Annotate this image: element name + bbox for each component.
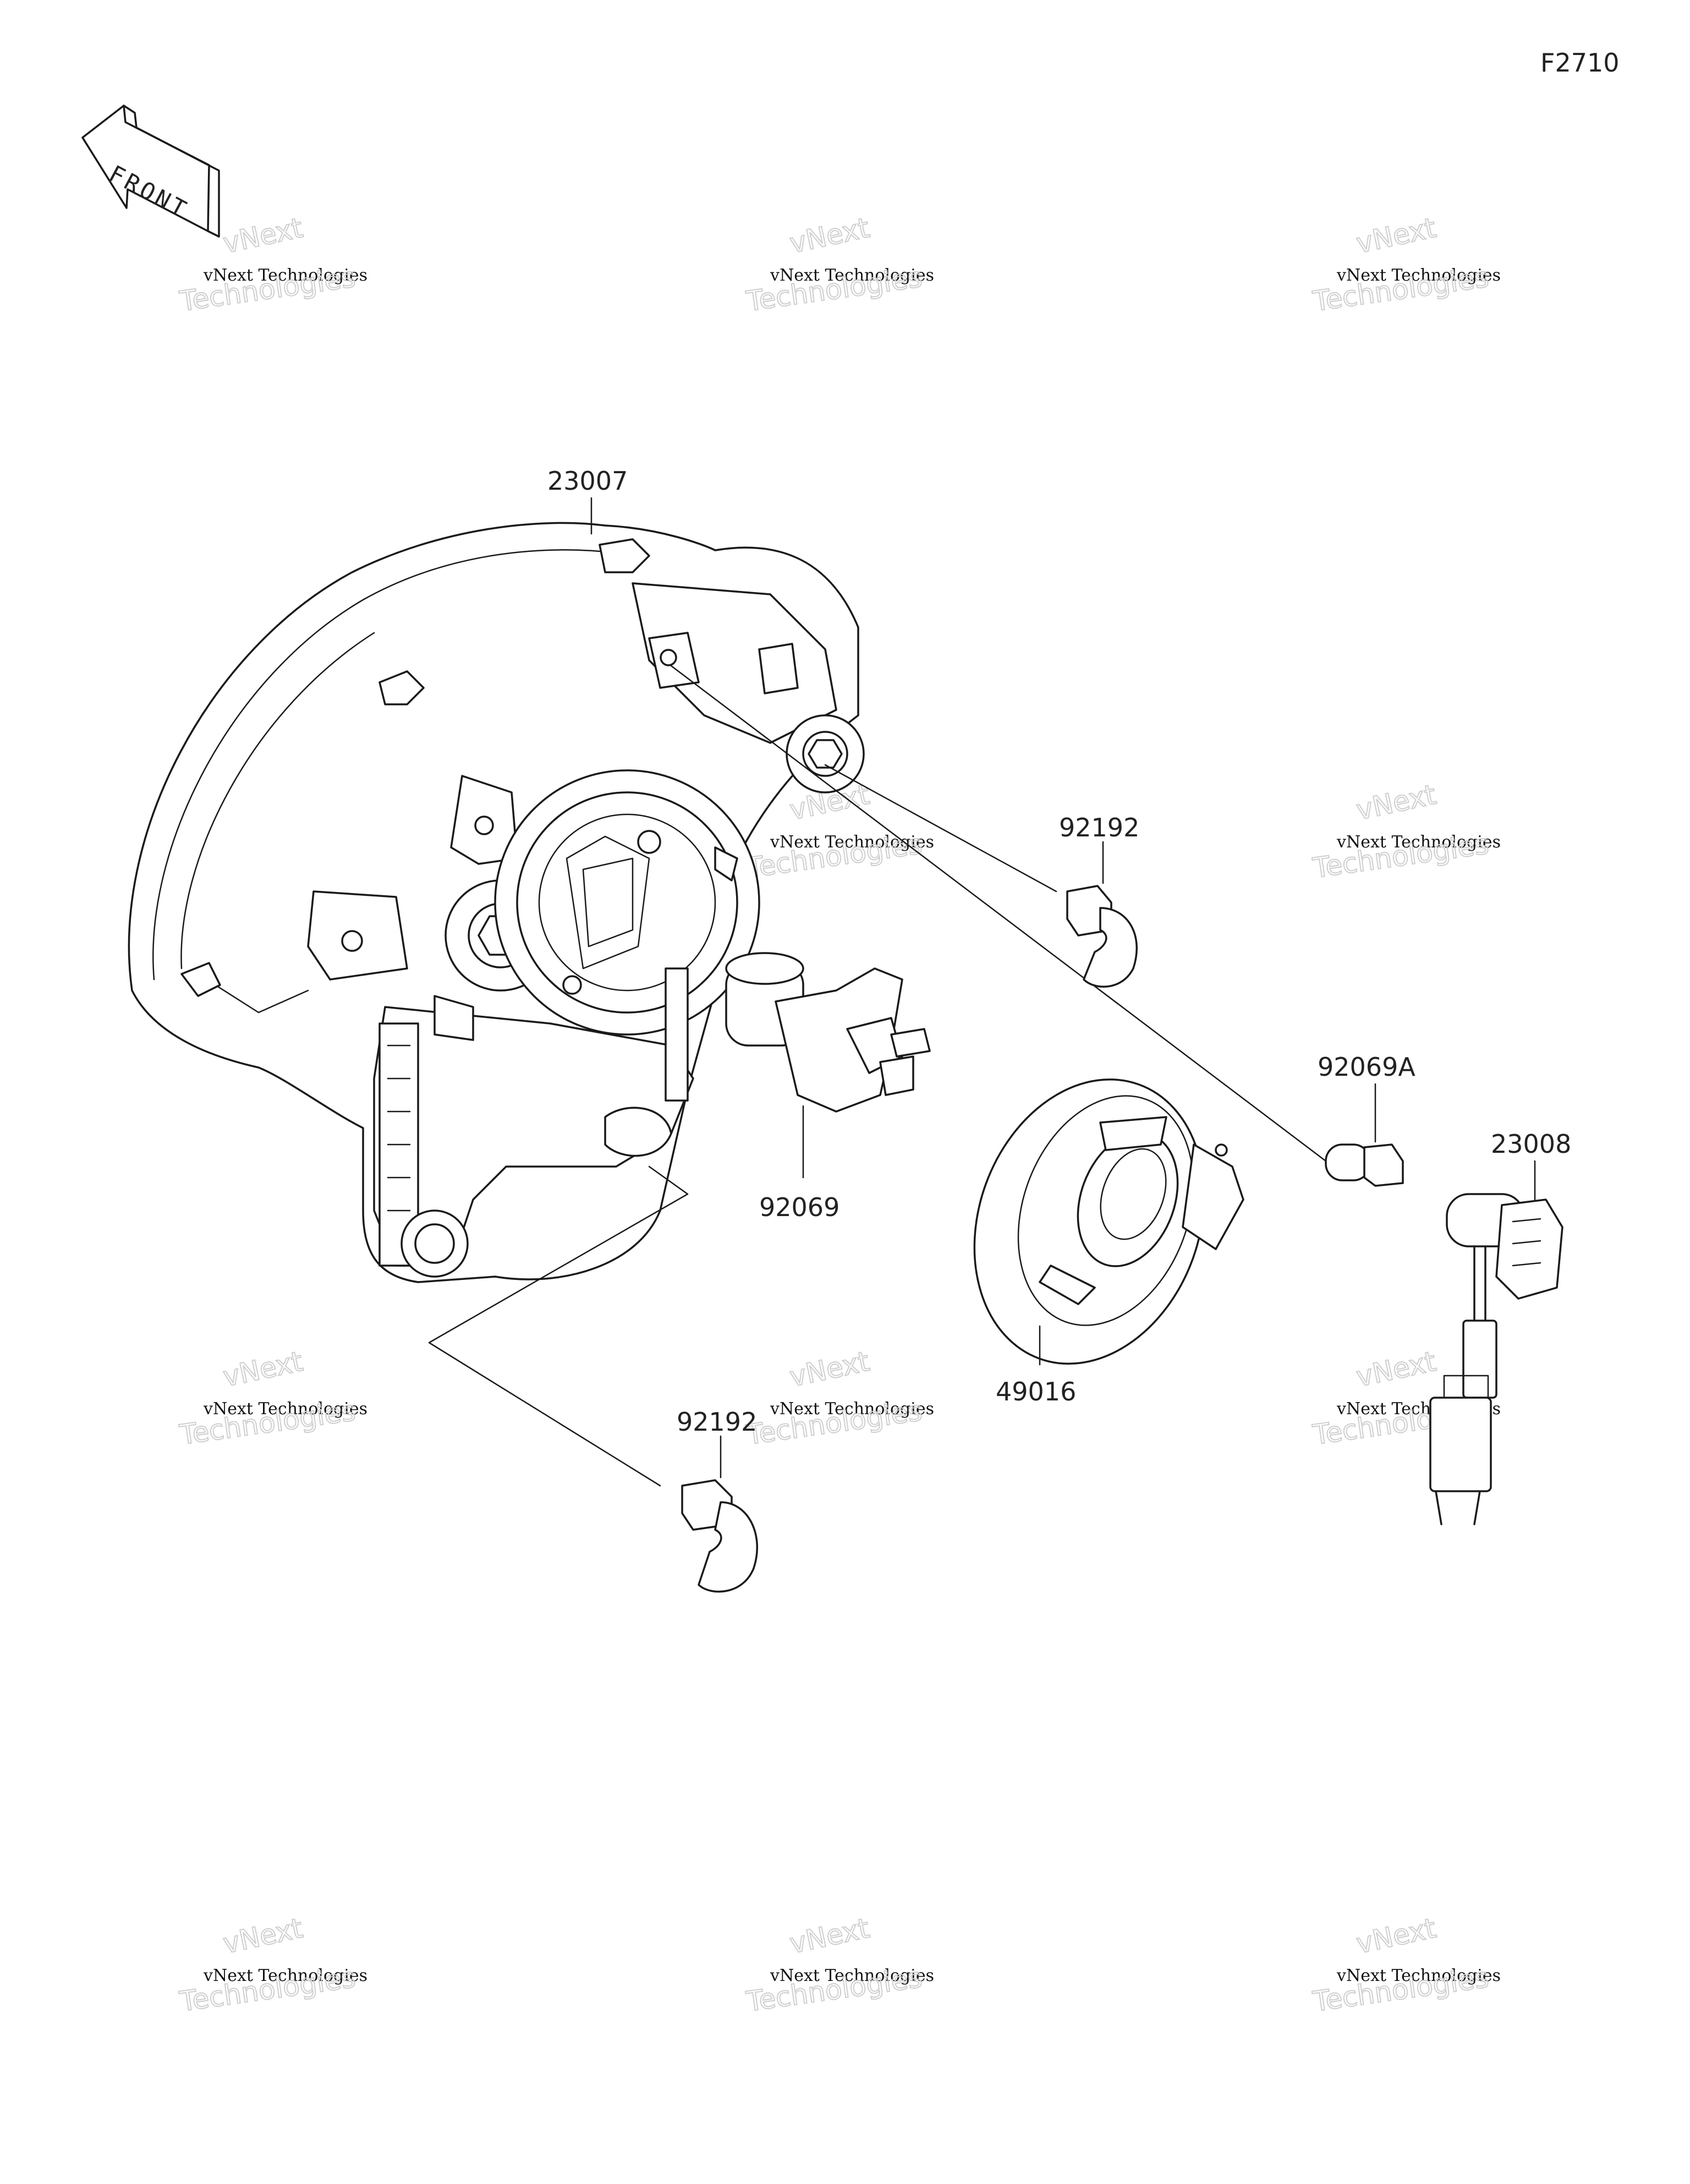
svg-text:vNext Technologies: vNext Technologies	[770, 1399, 934, 1419]
svg-text:vNext: vNext	[1353, 1345, 1439, 1393]
part-label-49016: 49016	[996, 1377, 1076, 1406]
part-label-92069a: 92069A	[1318, 1052, 1415, 1082]
watermark: vNext vNext Technologies Technologies	[177, 1912, 367, 2018]
svg-text:vNext Technologies: vNext Technologies	[1336, 833, 1501, 852]
svg-text:vNext: vNext	[1353, 1912, 1439, 1960]
leader-line-lower-clip	[428, 1165, 689, 1487]
position-socket: 23008	[1429, 1129, 1571, 1525]
svg-text:vNext Technologies: vNext Technologies	[1336, 266, 1501, 285]
watermark: vNext vNext Technologies Technologies	[744, 1912, 934, 2018]
dust-cover: 49016	[973, 1079, 1244, 1406]
headlight-assembly	[128, 522, 865, 1283]
svg-text:vNext Technologies: vNext Technologies	[770, 266, 934, 285]
watermark: vNext vNext Technologies Technologies	[1310, 778, 1501, 885]
svg-text:vNext: vNext	[220, 1912, 305, 1960]
svg-text:vNext: vNext	[220, 1345, 305, 1393]
watermark: vNext vNext Technologies Technologies	[744, 211, 934, 318]
diagram-code: F2710	[1540, 48, 1620, 78]
svg-text:vNext: vNext	[1353, 212, 1439, 260]
part-label-23007: 23007	[547, 466, 628, 496]
svg-text:vNext Technologies: vNext Technologies	[770, 1966, 934, 1985]
part-label-23008: 23008	[1491, 1129, 1571, 1159]
watermark: vNext vNext Technologies Technologies	[744, 1345, 934, 1452]
watermark: vNext vNext Technologies Technologies	[1310, 211, 1501, 318]
svg-text:vNext: vNext	[220, 212, 305, 260]
part-label-92192-lower: 92192	[677, 1407, 757, 1437]
watermark: vNext vNext Technologies Technologies	[177, 1345, 367, 1452]
svg-text:vNext: vNext	[787, 1912, 872, 1960]
socket-clip-lower: 92192	[677, 1407, 759, 1593]
svg-text:vNext Technologies: vNext Technologies	[203, 1966, 367, 1985]
svg-text:vNext: vNext	[787, 212, 872, 260]
callout-headlight-assy: 23007	[547, 466, 628, 535]
watermark: vNext vNext Technologies Technologies	[1310, 1912, 1501, 2018]
svg-text:vNext Technologies: vNext Technologies	[1336, 1966, 1501, 1985]
socket-clip-upper: 92192	[1059, 813, 1139, 988]
front-arrow-icon: FRONT	[81, 105, 220, 238]
svg-text:vNext: vNext	[787, 1345, 872, 1393]
svg-text:vNext: vNext	[1353, 779, 1439, 826]
part-label-92069: 92069	[759, 1192, 839, 1222]
position-bulb: 92069A	[1318, 1052, 1415, 1187]
svg-text:vNext Technologies: vNext Technologies	[203, 266, 367, 285]
leader-line-upper-clip	[824, 764, 1057, 893]
headlight-bulb: 92069	[725, 952, 931, 1222]
part-label-92192-upper: 92192	[1059, 813, 1139, 842]
leader-line-position-bulb	[670, 665, 1327, 1162]
svg-text:vNext Technologies: vNext Technologies	[770, 833, 934, 852]
svg-text:vNext Technologies: vNext Technologies	[203, 1399, 367, 1419]
